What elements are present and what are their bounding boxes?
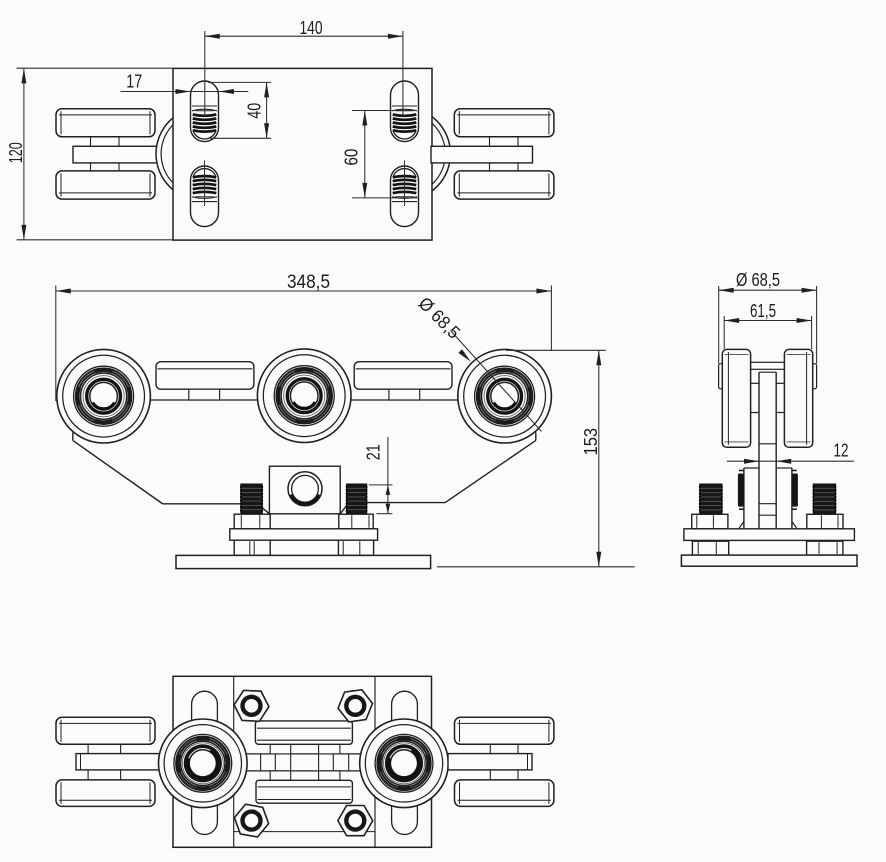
svg-text:40: 40 <box>245 103 265 119</box>
svg-text:17: 17 <box>126 71 142 91</box>
svg-text:61,5: 61,5 <box>750 301 776 321</box>
svg-text:60: 60 <box>342 149 362 166</box>
svg-text:153: 153 <box>581 428 601 456</box>
svg-text:348,5: 348,5 <box>287 272 330 293</box>
svg-text:12: 12 <box>834 440 849 460</box>
svg-text:120: 120 <box>6 142 26 163</box>
svg-text:140: 140 <box>300 18 323 38</box>
svg-text:21: 21 <box>364 444 384 460</box>
svg-text:Ø 68,5: Ø 68,5 <box>736 270 780 290</box>
